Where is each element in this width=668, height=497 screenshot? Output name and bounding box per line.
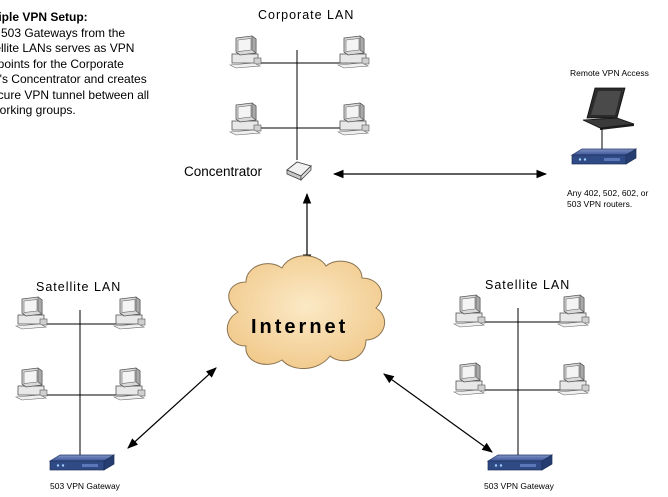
router-icon <box>49 454 115 471</box>
satellite-left-label: Satellite LAN <box>36 280 122 294</box>
router-icon <box>571 148 637 165</box>
description-line: tellite LANs serves as VPN <box>0 41 135 55</box>
computer-icon <box>15 296 48 330</box>
gateway-right-label: 503 VPN Gateway <box>484 481 554 491</box>
computer-icon <box>557 294 590 328</box>
internet-cloud-icon <box>226 255 386 369</box>
satellite-left-network <box>44 310 128 458</box>
internet-label: Internet <box>251 316 349 338</box>
computer-icon <box>15 367 48 401</box>
description-line: dpoints for the Corporate <box>0 56 124 71</box>
computer-icon <box>337 35 370 69</box>
remote-access-label: Remote VPN Access <box>570 68 649 78</box>
description-line: e 503 Gateways from the <box>0 25 126 40</box>
tunnel-arrow <box>127 367 217 449</box>
description-line: working groups. <box>0 103 76 117</box>
concentrator-icon <box>286 161 312 181</box>
satellite-right-network <box>480 308 570 458</box>
setup-description: ltiple VPN Setup: e 503 Gateways from th… <box>0 10 216 119</box>
computer-icon <box>557 362 590 396</box>
computer-icon <box>229 35 262 69</box>
description-line: ecure VPN tunnel between all <box>0 87 150 102</box>
computer-icon <box>229 102 262 136</box>
computer-icon <box>113 296 146 330</box>
computer-icon <box>453 294 486 328</box>
computer-icon <box>337 102 370 136</box>
description-heading: ltiple VPN Setup: <box>0 10 88 24</box>
corporate-lan-label: Corporate LAN <box>258 8 355 22</box>
satellite-right-label: Satellite LAN <box>485 278 571 292</box>
remote-router-note-line2: 503 VPN routers. <box>567 199 633 209</box>
tunnel-arrow <box>383 373 493 453</box>
computer-icon <box>113 367 146 401</box>
laptop-icon <box>582 87 635 130</box>
gateway-left-label: 503 VPN Gateway <box>50 481 120 491</box>
remote-router-note-line1: Any 402, 502, 602, or <box>567 188 649 198</box>
concentrator-label: Concentrator <box>184 164 263 179</box>
router-icon <box>487 454 553 471</box>
computer-icon <box>453 362 486 396</box>
description-line: N's Concentrator and creates <box>0 72 147 86</box>
corporate-lan-network <box>258 50 348 160</box>
